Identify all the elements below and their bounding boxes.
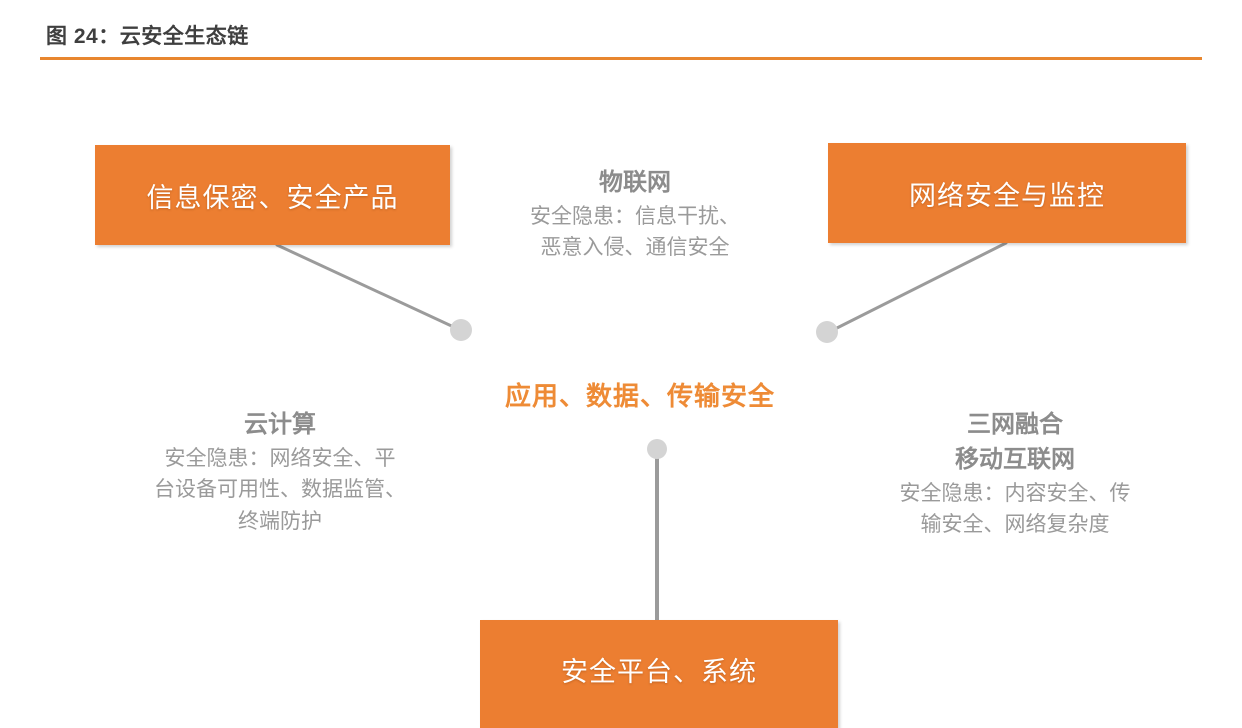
cluster-three-network-convergence-body-line: 安全隐患：内容安全、传 <box>899 481 1131 505</box>
box-network-security-label: 网络安全与监控 <box>909 180 1105 211</box>
cluster-three-network-convergence-title: 三网融合 <box>967 411 1063 438</box>
cluster-cloud-computing-body-line: 终端防护 <box>238 509 322 533</box>
cluster-cloud-computing-body-line: 安全隐患：网络安全、平 <box>164 446 396 470</box>
cluster-iot-body-line: 恶意入侵、通信安全 <box>540 236 730 260</box>
cluster-three-network-convergence: 三网融合 移动互联网 安全隐患：内容安全、传 输安全、网络复杂度 <box>845 408 1185 541</box>
cluster-three-network-convergence-body-line: 输安全、网络复杂度 <box>920 513 1110 537</box>
connector-line-left <box>275 243 460 331</box>
cluster-cloud-computing: 云计算 安全隐患：网络安全、平 台设备可用性、数据监管、 终端防护 <box>110 408 450 537</box>
cluster-three-network-convergence-body: 安全隐患：内容安全、传 输安全、网络复杂度 <box>845 478 1185 541</box>
box-info-security-label: 信息保密、安全产品 <box>146 182 399 213</box>
node-dot-bottom <box>647 439 667 459</box>
cluster-iot: 物联网 安全隐患：信息干扰、 恶意入侵、通信安全 <box>470 166 800 264</box>
box-security-platform[interactable]: 安全平台、系统 <box>480 620 838 728</box>
cluster-cloud-computing-body: 安全隐患：网络安全、平 台设备可用性、数据监管、 终端防护 <box>110 443 450 538</box>
cluster-iot-body: 安全隐患：信息干扰、 恶意入侵、通信安全 <box>470 201 800 264</box>
cluster-mobile-internet-title: 移动互联网 <box>955 445 1075 473</box>
cluster-iot-body-line: 安全隐患：信息干扰、 <box>530 204 740 228</box>
title-divider <box>40 57 1202 60</box>
page-title: 图 24：云安全生态链 <box>46 25 249 48</box>
box-info-security[interactable]: 信息保密、安全产品 <box>95 145 450 245</box>
center-label: 应用、数据、传输安全 <box>504 381 775 411</box>
node-dot-right <box>816 321 838 343</box>
box-security-platform-label: 安全平台、系统 <box>561 657 757 687</box>
cluster-cloud-computing-body-line: 台设备可用性、数据监管、 <box>154 478 406 502</box>
connector-line-right <box>829 241 1008 333</box>
box-network-security[interactable]: 网络安全与监控 <box>828 143 1186 243</box>
cluster-iot-title: 物联网 <box>599 169 671 196</box>
node-dot-left <box>450 319 472 341</box>
cluster-cloud-computing-title: 云计算 <box>244 411 316 438</box>
